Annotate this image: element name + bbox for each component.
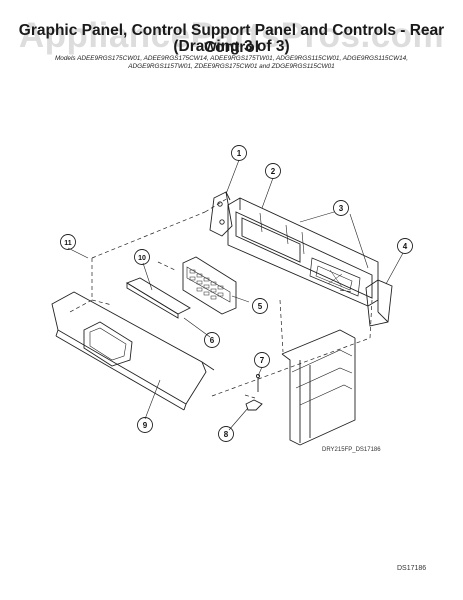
control-support-panel [227,197,379,307]
page-subtitle: (Drawing 3 of 3) [173,38,290,55]
callout-circles [60,145,413,442]
figure-code: DRY215FP_DS17186 [322,447,381,453]
assembly-dashed-lines [69,197,373,399]
page-title: Graphic Panel, Control Support Panel and… [18,22,445,56]
leader-lines [67,159,404,431]
display-lens [125,277,191,319]
screw [255,373,261,392]
control-board [182,256,237,315]
document-id: DS17186 [397,565,427,572]
callout-7: 7 [260,356,265,365]
callout-8: 8 [224,430,229,439]
clip [245,399,263,411]
models-line-2: ADGE9RGS115TW01, ZDEE9RGS175CW01 and ZDG… [128,63,335,70]
callout-4: 4 [403,242,408,251]
mounting-bracket [209,191,233,237]
callout-1: 1 [237,149,242,158]
callout-5: 5 [258,302,263,311]
callout-9: 9 [143,421,148,430]
callout-2: 2 [271,167,276,176]
callout-10: 10 [138,255,146,262]
callout-3: 3 [339,204,344,213]
graphic-panel [51,291,215,411]
callout-11: 11 [64,240,72,247]
end-cap [365,279,393,327]
cabinet-frame [281,329,356,446]
models-line-1: Models ADEE9RGS175CW01, ADEE9RGS175CW14,… [54,55,409,62]
callout-6: 6 [210,336,215,345]
